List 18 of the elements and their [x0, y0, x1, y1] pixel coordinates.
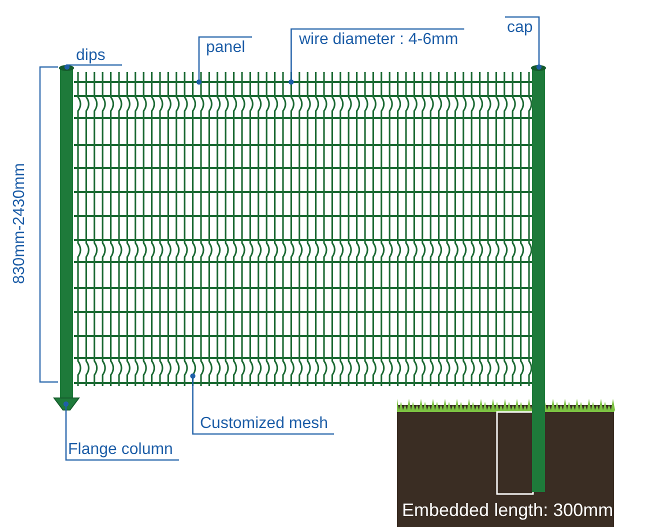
flange-base — [53, 398, 80, 410]
callout-label: Customized mesh — [198, 412, 334, 435]
leader-line — [63, 401, 179, 461]
leader-line — [196, 36, 252, 85]
post-cap — [59, 65, 74, 71]
dimension-label: 830mm-2430mm — [10, 164, 29, 284]
post-cap — [531, 65, 546, 71]
mesh-panel-drawing — [74, 72, 532, 386]
embedded-length-label: Embedded length: 300mm — [402, 500, 614, 520]
leader-line — [190, 373, 334, 435]
callout-label: wire diameter : 4-6mm — [297, 28, 464, 51]
leader-line — [288, 28, 464, 85]
callout-label: cap — [505, 16, 547, 39]
callout-label: Flange column — [66, 438, 179, 461]
leader-line — [505, 16, 542, 70]
callout-label: dips — [74, 44, 122, 67]
leader-line — [64, 64, 122, 70]
callout-label: panel — [204, 36, 252, 59]
